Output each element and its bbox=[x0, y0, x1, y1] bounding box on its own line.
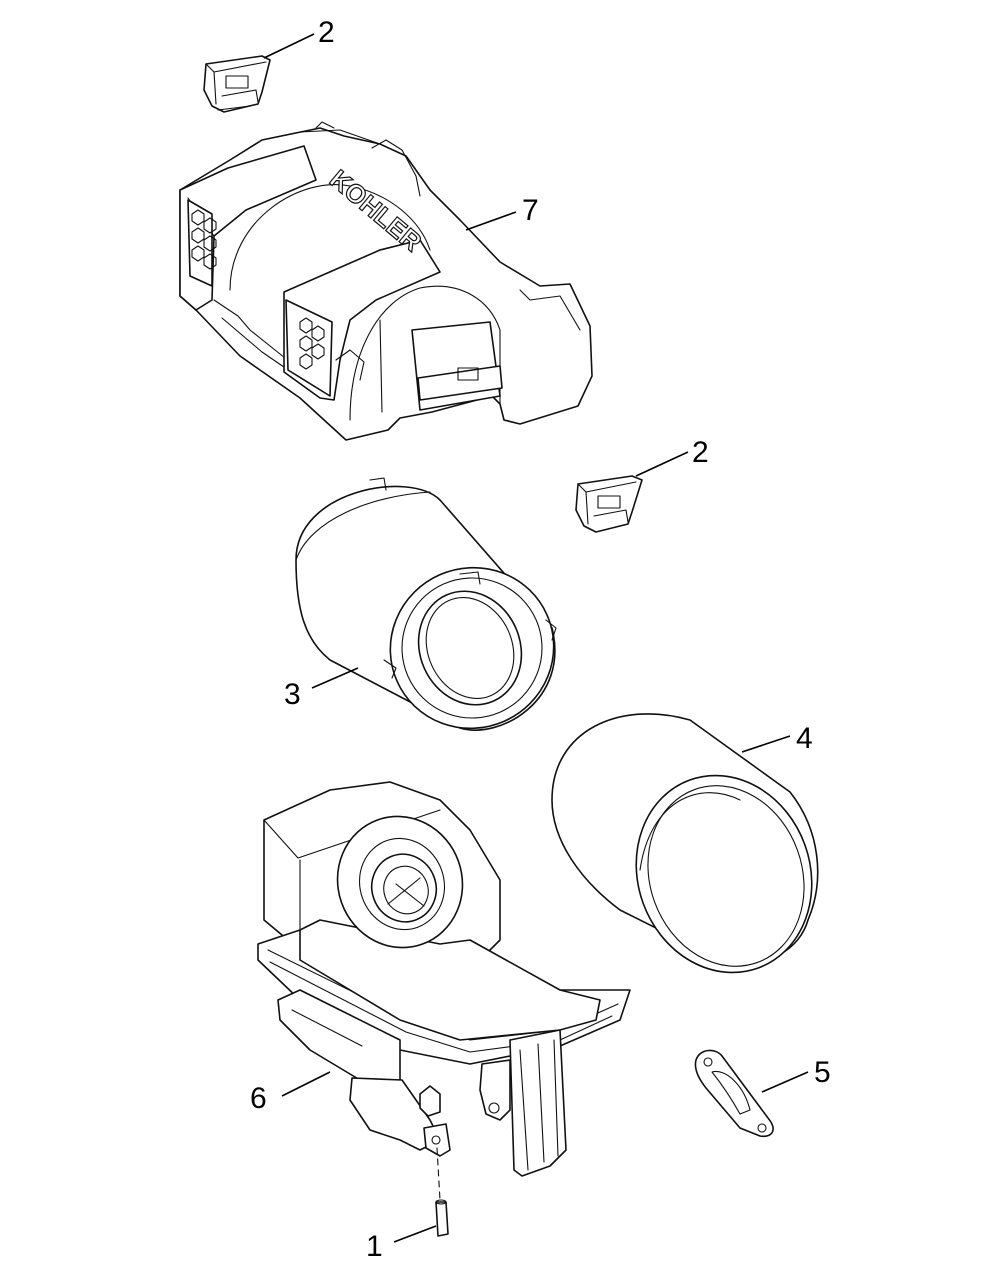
leader-clip-top bbox=[263, 33, 315, 59]
leader-filter bbox=[311, 667, 359, 689]
callout-labels: 2 7 2 3 4 5 6 1 bbox=[250, 16, 831, 1262]
leader-gasket bbox=[761, 1071, 809, 1093]
cover-part: KOHLER bbox=[179, 121, 593, 441]
clip-part-top bbox=[203, 55, 271, 113]
callout-precleaner: 4 bbox=[796, 722, 813, 755]
leader-pin bbox=[393, 1225, 437, 1243]
pin-part bbox=[435, 1147, 449, 1237]
callout-clip-top: 2 bbox=[318, 16, 335, 49]
filter-element-part bbox=[295, 477, 557, 731]
leader-cover bbox=[465, 211, 517, 231]
base-part bbox=[257, 781, 631, 1177]
gasket-part bbox=[694, 1049, 774, 1138]
callout-clip-right: 2 bbox=[692, 436, 709, 469]
callout-base: 6 bbox=[250, 1082, 267, 1115]
callout-filter-element: 3 bbox=[284, 678, 301, 711]
precleaner-part bbox=[551, 713, 819, 974]
callout-gasket: 5 bbox=[814, 1056, 831, 1089]
leader-base bbox=[281, 1071, 331, 1097]
leader-lines bbox=[263, 33, 809, 1243]
callout-cover: 7 bbox=[522, 194, 539, 227]
callout-pin: 1 bbox=[366, 1230, 383, 1262]
leader-clip-right bbox=[635, 451, 689, 477]
leader-precleaner bbox=[741, 735, 791, 753]
clip-part-right bbox=[575, 475, 643, 533]
